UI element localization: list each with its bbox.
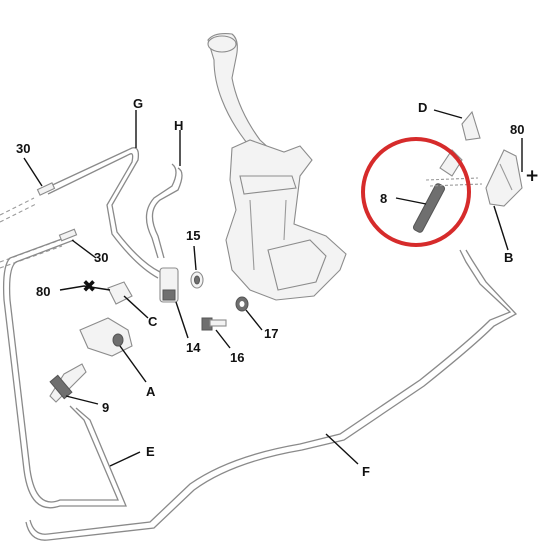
- leader-e: [109, 451, 141, 467]
- label-80-left: 80: [36, 284, 50, 299]
- label-g: G: [133, 96, 143, 111]
- hose-dashed-mid-2: [0, 245, 63, 269]
- washer-reservoir: [207, 33, 347, 301]
- hose-h-2: [145, 163, 177, 259]
- cross-icon: ✖: [82, 277, 96, 297]
- hose-g-2: [47, 153, 159, 279]
- label-f: F: [362, 464, 370, 479]
- bolt-16: [201, 317, 227, 331]
- nut-hole: [239, 301, 245, 307]
- leader-15: [193, 245, 197, 271]
- connector-30-top: [36, 182, 56, 196]
- jet-head: [49, 374, 73, 400]
- hose-g: [45, 147, 161, 273]
- leader-b: [493, 205, 509, 251]
- hose-e: [8, 239, 119, 503]
- hose-lines: [0, 147, 518, 541]
- jet-9: [49, 363, 87, 403]
- label-e: E: [146, 444, 155, 459]
- hose-dashed-top: [0, 197, 35, 216]
- leader-30-top: [23, 157, 43, 187]
- leader-17: [245, 309, 263, 331]
- tank-seam: [249, 199, 287, 271]
- label-d: D: [418, 100, 427, 115]
- label-16: 16: [230, 350, 244, 365]
- label-c: C: [148, 314, 158, 329]
- label-14: 14: [186, 340, 201, 355]
- label-9: 9: [102, 400, 109, 415]
- filler-cap: [207, 35, 237, 53]
- label-a: A: [146, 384, 156, 399]
- hose-f: [29, 249, 512, 535]
- leader-c: [123, 295, 149, 319]
- label-8: 8: [380, 191, 387, 206]
- label-30-top: 30: [16, 141, 30, 156]
- hose-h: [151, 167, 183, 259]
- label-17: 17: [264, 326, 278, 341]
- leader-f: [325, 433, 359, 465]
- leader-a: [119, 345, 147, 383]
- label-30-mid: 30: [94, 250, 108, 265]
- hose-dashed-top-2: [0, 203, 37, 223]
- callout-labels: G H D 80 + 30 30 80 ✖ C 15 14 16 17 A 9 …: [16, 96, 539, 479]
- leader-8: [395, 197, 427, 205]
- pump-base: [162, 289, 176, 301]
- jet-cylinder: [412, 183, 446, 233]
- leader-16: [215, 329, 231, 349]
- gasket-hole: [194, 275, 200, 285]
- filler-neck: [207, 33, 283, 169]
- bracket-a: [79, 317, 133, 357]
- label-h: H: [174, 118, 183, 133]
- bracket-b-body: [485, 149, 523, 207]
- bracket-b: [485, 149, 523, 207]
- bracket-body: [79, 317, 133, 357]
- label-b: B: [504, 250, 513, 265]
- plus-icon: +: [525, 166, 539, 186]
- highlight-circle: [361, 137, 471, 247]
- tank-lower: [267, 239, 327, 291]
- label-80-right: 80: [510, 122, 524, 137]
- leader-30-mid: [71, 239, 97, 259]
- leader-14: [175, 301, 189, 339]
- bracket-hole: [112, 333, 124, 347]
- tank-rib: [239, 175, 297, 195]
- cover-d: [461, 110, 481, 141]
- hose-e-2: [2, 235, 127, 509]
- connector-30-mid: [58, 228, 78, 242]
- jet-dashed: [425, 177, 483, 187]
- telescopic-jet-8: [412, 149, 483, 233]
- bracket-b-rib: [499, 163, 513, 191]
- bolt-shank: [209, 319, 227, 327]
- gasket-15: [190, 271, 204, 289]
- leader-80-left: [59, 285, 111, 291]
- pump-14: [159, 267, 179, 303]
- label-15: 15: [186, 228, 200, 243]
- cover-body: [461, 110, 481, 141]
- leader-d: [433, 109, 463, 119]
- leader-9: [65, 395, 99, 405]
- nut-17: [235, 296, 249, 312]
- hose-f-2: [25, 249, 518, 541]
- leader-lines: [23, 109, 523, 467]
